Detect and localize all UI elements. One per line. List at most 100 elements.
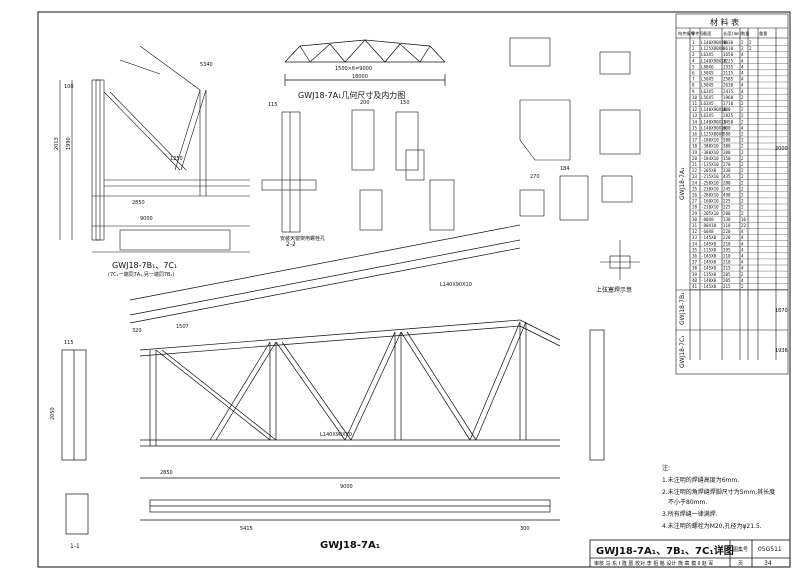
- table-cell: L63X5: [701, 89, 714, 94]
- table-cell: -380X10: [701, 150, 719, 155]
- table-cell: 580: [723, 132, 731, 137]
- table-cell: 4: [741, 125, 744, 130]
- group-label-7a: GWJ18-7A₁: [679, 167, 686, 200]
- table-cell: 2225: [723, 58, 734, 63]
- table-cell: 245: [723, 186, 731, 191]
- table-cell: 23: [692, 174, 698, 179]
- table-cell: -210X10: [701, 205, 719, 210]
- table-cell: 19: [692, 150, 698, 155]
- table-cell: L63X5: [701, 52, 714, 57]
- table-cell: 150: [723, 156, 731, 161]
- table-cell: 4: [741, 278, 744, 283]
- table-cell: 22: [692, 168, 698, 173]
- table-cell: 220: [723, 235, 731, 240]
- geom-dim-18000: 18000: [352, 74, 368, 80]
- group-label-7b: GWJ18-7B₁: [679, 292, 686, 325]
- table-cell: L125X80X8: [701, 46, 724, 51]
- note-4: 4.未注明的螺栓为M20,孔径为φ21.5.: [662, 522, 762, 530]
- table-cell: 3: [692, 52, 695, 57]
- table-cell: 330: [723, 168, 731, 173]
- table-cell: 37: [692, 260, 698, 265]
- dim-115-b: 115: [64, 340, 74, 346]
- table-cell: 29: [692, 211, 698, 216]
- table-cell: L140X90X10: [701, 40, 727, 45]
- end-view-7b7c: [59, 45, 250, 253]
- table-cell: -180X10: [701, 138, 719, 143]
- dim-2013: 2013: [54, 137, 60, 150]
- table-cell: 4: [741, 235, 744, 240]
- table-cell: 195: [723, 247, 731, 252]
- label-section-2-2: 2-2: [286, 241, 296, 248]
- table-cell: 1450: [723, 119, 734, 124]
- table-cell: -145X8: [701, 260, 717, 265]
- table-cell: 2: [741, 132, 744, 137]
- table-cell: 2: [741, 205, 744, 210]
- dim-184: 184: [560, 166, 570, 172]
- table-cell: 2335: [723, 64, 734, 69]
- table-cell: 2710: [723, 101, 734, 106]
- table-cell: 4: [741, 58, 744, 63]
- table-cell: 2: [692, 46, 695, 51]
- table-cell: L50X5: [701, 83, 714, 88]
- table-cell: 2: [741, 186, 744, 191]
- table-cell: 33: [692, 235, 698, 240]
- dim-1990: 1990: [66, 137, 72, 150]
- weight-7a: 2000: [775, 146, 788, 152]
- table-cell: 2: [741, 119, 744, 124]
- table-cell: 20: [692, 156, 698, 161]
- table-cell: 2: [741, 199, 744, 204]
- table-cell: -145X8: [701, 254, 717, 259]
- table-cell: 2: [741, 138, 744, 143]
- material-table: [675, 13, 789, 375]
- section-details: [261, 37, 641, 233]
- table-cell: 880: [723, 107, 731, 112]
- table-cell: 2: [741, 162, 744, 167]
- table-cell: 41: [692, 284, 698, 289]
- table-cell: 2: [741, 95, 744, 100]
- dim-1250: 1250: [170, 156, 183, 162]
- table-cell: 380: [723, 144, 731, 149]
- label-angle-2: L140X90X10: [320, 432, 352, 438]
- table-cell: 435: [723, 174, 731, 179]
- table-cell: 280: [723, 180, 731, 185]
- table-cell: 200: [723, 211, 731, 216]
- table-cell: 2: [741, 156, 744, 161]
- table-cell: -205X8: [701, 168, 717, 173]
- table-cell: 12: [692, 107, 698, 112]
- title-geometry: GWJ18-7A₁几何尺寸及内力图: [298, 90, 405, 100]
- weight-7b: 1870: [775, 308, 788, 314]
- table-cell: 6: [692, 71, 695, 76]
- table-cell: 30: [692, 217, 698, 222]
- table-cell: 4: [741, 52, 744, 57]
- table-cell: 4: [741, 71, 744, 76]
- table-cell: 39: [692, 272, 698, 277]
- table-cell: L140X90X10: [701, 107, 727, 112]
- table-cell: 10: [692, 95, 698, 100]
- group-label-7c: GWJ18-7C₁: [679, 335, 686, 368]
- table-cell: 22: [741, 223, 747, 228]
- main-elevation: [61, 224, 605, 535]
- dim-2050: 2050: [50, 407, 56, 420]
- table-cell: -380X10: [701, 144, 719, 149]
- table-cell: 7: [692, 77, 695, 82]
- dim-1507-a: 1507: [176, 324, 189, 330]
- dim-2850-main: 2850: [160, 470, 173, 476]
- table-cell: L125X80X8: [701, 132, 724, 137]
- table-cell: -80X10: [701, 223, 717, 228]
- page-label: 页: [738, 561, 743, 567]
- table-cell: 4: [741, 254, 744, 259]
- table-cell: 225: [723, 205, 731, 210]
- label-section-1-1: 1-1: [70, 543, 80, 550]
- table-cell: 4: [741, 241, 744, 246]
- table-cell: 31: [692, 223, 698, 228]
- note-2: 2.未注明的角焊缝焊脚尺寸为5mm,其长度: [662, 488, 775, 496]
- note-3: 3.所有焊缝一律满焊.: [662, 510, 718, 518]
- table-cell: -280X10: [701, 193, 719, 198]
- table-cell: 2: [741, 150, 744, 155]
- table-cell: 9: [692, 89, 695, 94]
- table-cell: 2: [749, 40, 752, 45]
- table-cell: 28: [692, 205, 698, 210]
- table-cell: -115X8: [701, 272, 717, 277]
